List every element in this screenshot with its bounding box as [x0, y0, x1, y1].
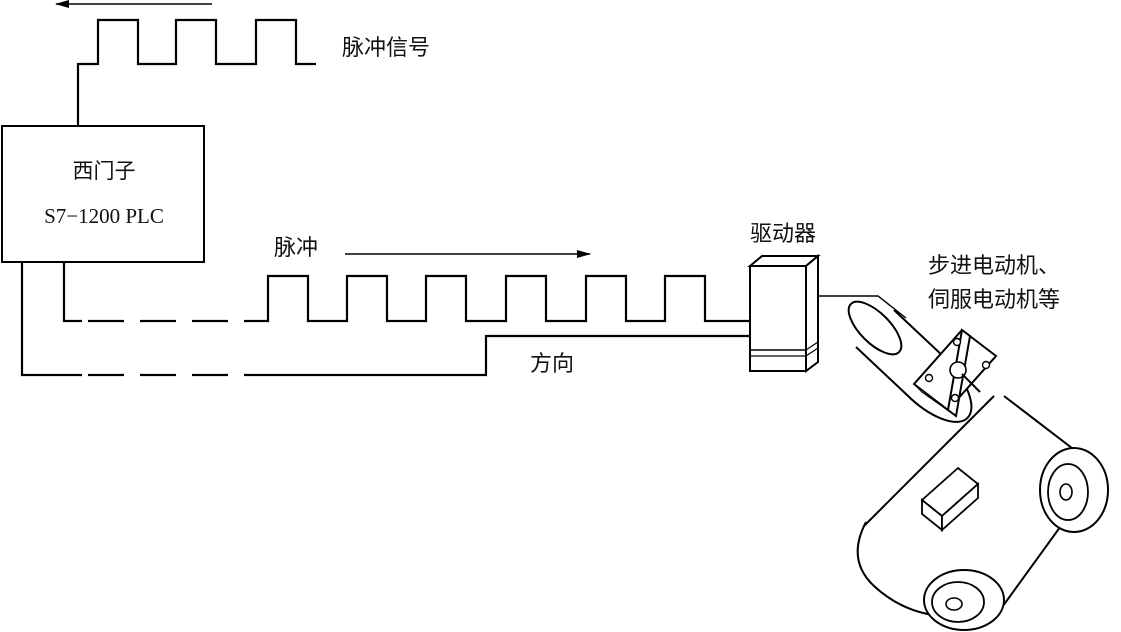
- direction-line-solid-end: [252, 336, 750, 375]
- conveyor-load-block: [922, 468, 978, 530]
- pulse-line-solid-start: [64, 262, 82, 321]
- direction-line-solid-start: [22, 262, 82, 375]
- conveyor: [858, 396, 1108, 630]
- motor-label-line1: 步进电动机、: [928, 254, 1061, 279]
- pulse-label: 脉冲: [274, 236, 319, 261]
- motor-label-line2: 伺服电动机等: [928, 288, 1061, 313]
- pulse-signal-label: 脉冲信号: [342, 36, 431, 61]
- driver-label: 驱动器: [750, 222, 817, 247]
- motor: [840, 293, 996, 422]
- direction-label: 方向: [530, 352, 575, 377]
- driver-block: [750, 256, 818, 371]
- plc-brand-label: 西门子: [72, 159, 136, 183]
- plc-box: [2, 126, 204, 262]
- plc-text-block: 西门子 S7−1200 PLC: [2, 126, 206, 262]
- plc-model-label: S7−1200 PLC: [44, 204, 164, 228]
- driver-motor-cable: [818, 296, 906, 318]
- pulse-signal-waveform: [78, 20, 316, 126]
- pulse-train-waveform: [262, 276, 750, 321]
